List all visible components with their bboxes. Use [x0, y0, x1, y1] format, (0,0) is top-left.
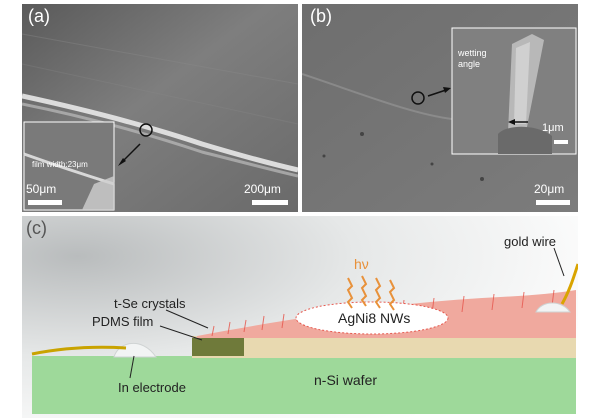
panel-b-micrograph [302, 4, 578, 212]
panel-b-scale-bar [536, 200, 570, 205]
panel-b-inset-scale-text: 1μm [542, 122, 564, 134]
agni-nws-label: AgNi8 NWs [338, 310, 411, 326]
panel-b-inset-scale-bar [554, 140, 568, 144]
panel-c-device-diagram [22, 216, 578, 418]
panel-a-scale-bar [252, 200, 288, 205]
panel-c-label: (c) [26, 218, 47, 238]
panel-b-inset-note: wetting angle [458, 48, 487, 69]
panel-b-label: (b) [310, 6, 332, 26]
pdms-film-block [192, 338, 244, 356]
panel-c-schematic: (c) hν gold wire t-Se crystals PDMS film… [22, 216, 578, 418]
panel-a-inset-scale-text: 50μm [26, 182, 57, 196]
panel-a-scale-text: 200μm [244, 182, 281, 196]
panel-a-sem-image: (a) film width:23μm 50μm 200μm [22, 4, 298, 212]
wafer-block [32, 356, 576, 414]
hv-label: hν [354, 256, 369, 272]
panel-a-micrograph [22, 4, 298, 212]
in-electrode-label: In electrode [118, 380, 186, 395]
panel-a-label: (a) [28, 6, 50, 26]
panel-a-inset-scale-bar [28, 200, 62, 205]
panel-b-scale-text: 20μm [534, 182, 565, 196]
wafer-label: n-Si wafer [314, 372, 378, 388]
gold-wire-label: gold wire [504, 234, 557, 249]
pdms-film-label: PDMS film [92, 314, 154, 329]
panel-a-inset-note: film width:23μm [32, 160, 88, 169]
tse-crystals-label: t-Se crystals [114, 296, 186, 311]
panel-b-sem-image: (b) wetting angle 1μm 20μm [302, 4, 578, 212]
